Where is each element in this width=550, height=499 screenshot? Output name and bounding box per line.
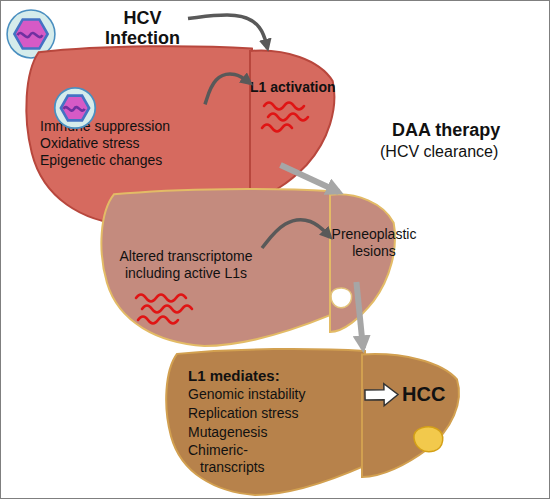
node-heading: HCV Infection [100, 8, 185, 48]
node-heading: HCC [402, 383, 462, 405]
virus-capsid [14, 19, 47, 48]
node-body: Preneoplastic lesions [330, 226, 418, 260]
liver-shape [250, 51, 334, 198]
effect-item: Genomic instability [188, 385, 363, 404]
liver-lobe: HCC [398, 352, 462, 477]
arrow-connector [188, 15, 267, 48]
effect-item: Epigenetic changes [40, 152, 205, 169]
liver-lobe: L1 activation [250, 48, 337, 165]
node-heading: L1 mediates: [188, 366, 363, 385]
liver-outline [250, 48, 337, 198]
viral-rna [17, 33, 42, 37]
liver-shape [330, 194, 395, 332]
node-body: Altered transcriptome including active L… [110, 248, 262, 282]
therapy-label: DAA therapy [392, 120, 500, 141]
liver-shape [362, 354, 459, 477]
liver-lobe: L1 mediates:Genomic instabilityReplicati… [165, 348, 365, 495]
liver-outline [362, 352, 462, 477]
effect-item: Replication stress [188, 404, 363, 423]
therapy-note: (HCV clearance) [380, 143, 498, 161]
liver-lobe: Altered transcriptome including active L… [100, 188, 262, 346]
liver-lobe: Preneoplastic lesions [330, 192, 418, 282]
liver-shape [166, 349, 365, 495]
effect-item: Oxidative stress [40, 135, 205, 152]
liver-shape [101, 189, 332, 346]
liver-outline [330, 192, 397, 332]
effect-item: Chimeric- transcripts [188, 442, 278, 476]
effect-item: Immune suppression [40, 118, 205, 135]
effect-item: Mutagenesis [188, 423, 363, 442]
node-heading: L1 activation [250, 78, 340, 96]
